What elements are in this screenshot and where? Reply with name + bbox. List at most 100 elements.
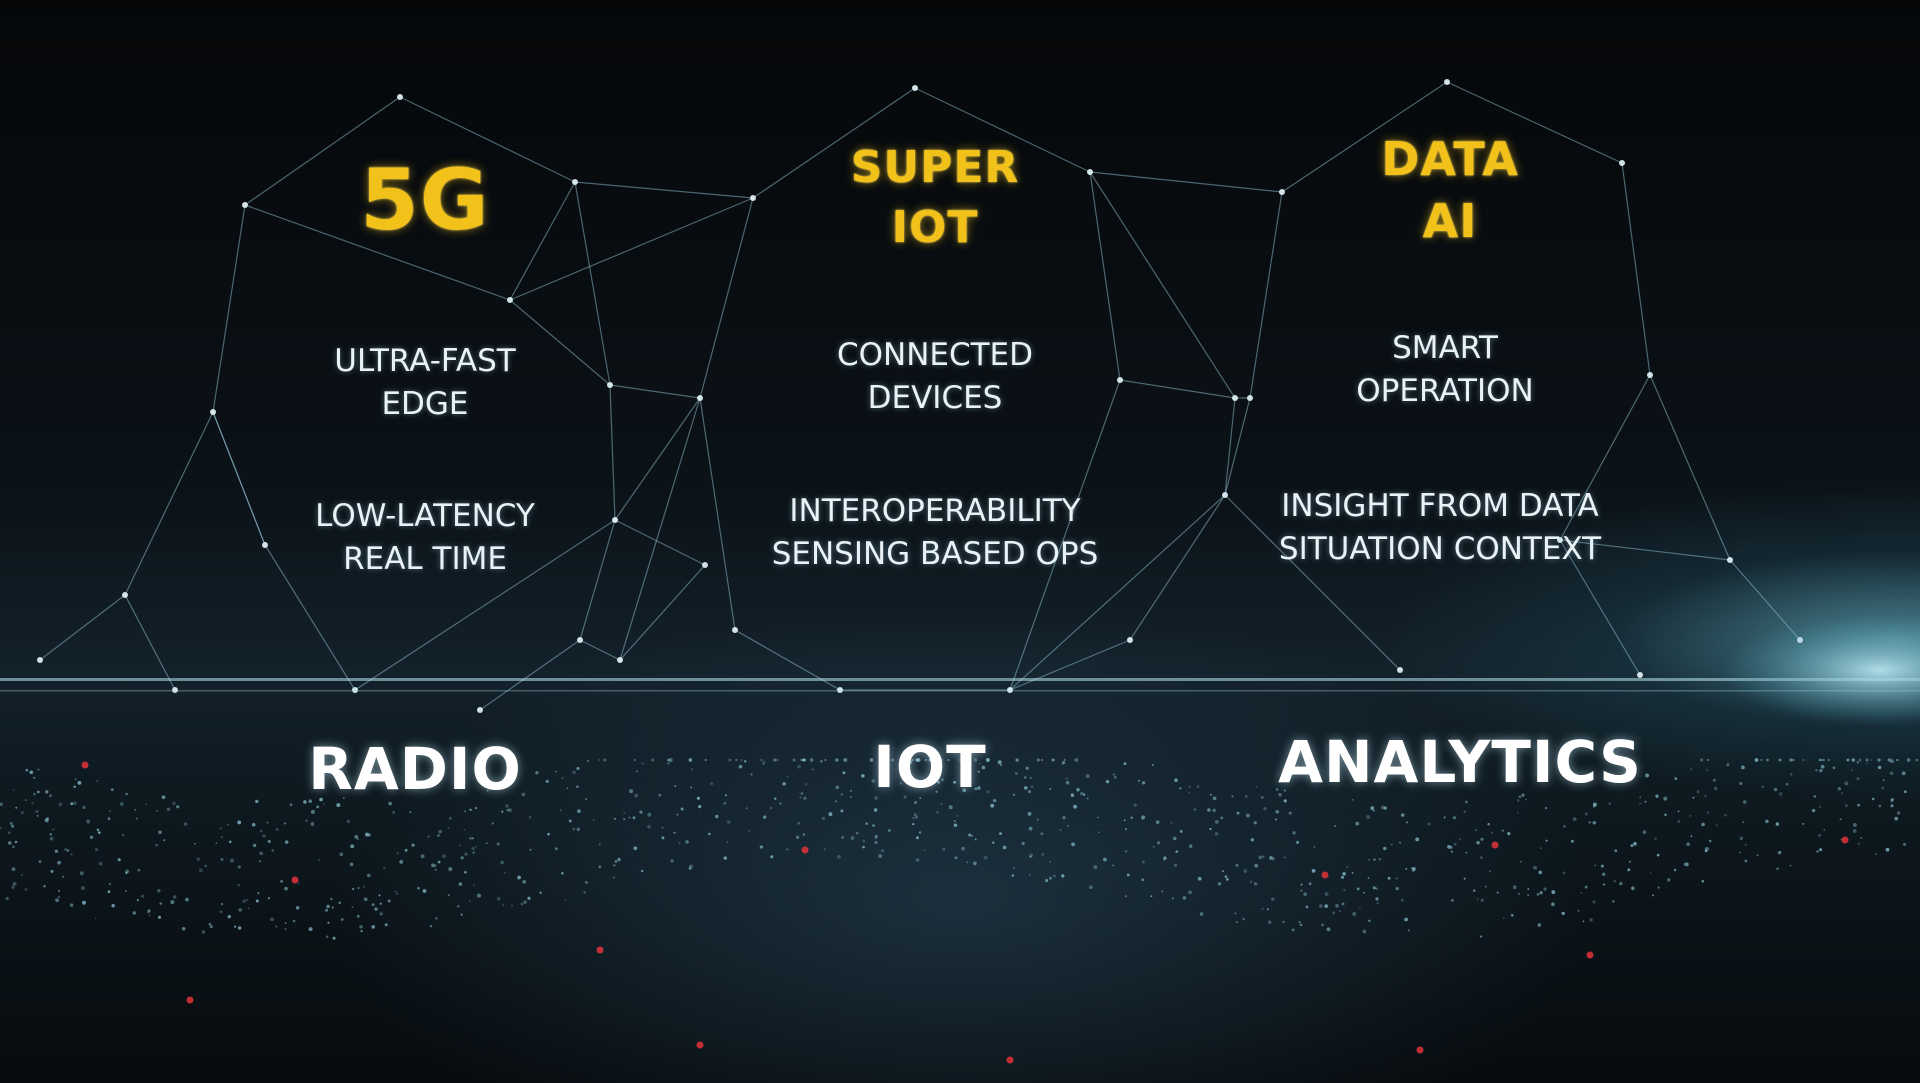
terrain-particle (1373, 858, 1376, 861)
mesh-node (607, 382, 613, 388)
terrain-particle (1082, 793, 1086, 796)
terrain-particle (873, 808, 878, 812)
terrain-particle (1704, 847, 1709, 851)
terrain-particle (1014, 772, 1018, 775)
terrain-particle (1335, 904, 1339, 908)
terrain-particle (522, 880, 526, 884)
terrain-particle (1080, 792, 1084, 796)
terrain-particle (1510, 914, 1514, 917)
terrain-particle (1370, 806, 1375, 811)
terrain-particle (1802, 822, 1805, 825)
terrain-particle (1539, 890, 1543, 895)
terrain-particle (948, 805, 953, 810)
terrain-particle (1846, 758, 1850, 762)
terrain-particle (726, 841, 729, 843)
terrain-particle (1212, 796, 1217, 801)
terrain-particle (1785, 782, 1789, 786)
terrain-particle (1000, 763, 1003, 766)
terrain-particle (1245, 813, 1250, 818)
terrain-particle (1613, 880, 1616, 883)
mesh-line (1649, 374, 1731, 561)
terrain-particle (448, 867, 453, 872)
terrain-particle (1465, 800, 1468, 804)
terrain-particle (776, 758, 779, 762)
mesh-node (37, 657, 43, 663)
terrain-particle (262, 834, 266, 838)
terrain-particle (1105, 779, 1110, 784)
terrain-particle (74, 778, 77, 781)
terrain-particle (1674, 777, 1678, 781)
terrain-particle (1706, 769, 1709, 771)
terrain-particle (738, 764, 743, 769)
terrain-particle (359, 925, 363, 929)
terrain-particle (828, 812, 833, 817)
terrain-particle (1255, 785, 1258, 788)
terrain-particle (1071, 842, 1076, 847)
terrain-particle (422, 889, 427, 893)
terrain-particle (155, 843, 158, 847)
terrain-particle (1724, 813, 1727, 817)
terrain-particle (409, 811, 412, 814)
terrain-particle (122, 834, 125, 837)
terrain-particle (760, 758, 763, 762)
mesh-line (212, 204, 246, 413)
terrain-particle (436, 833, 441, 838)
terrain-particle (887, 758, 890, 762)
terrain-particle (1489, 870, 1492, 873)
terrain-particle (1663, 796, 1668, 801)
terrain-particle (802, 833, 805, 836)
terrain-particle (786, 848, 789, 851)
terrain-particle (962, 759, 964, 761)
terrain-particle (229, 858, 234, 863)
terrain-particle (850, 790, 852, 792)
terrain-particle (1851, 758, 1856, 762)
terrain-particle (1463, 810, 1466, 813)
terrain-particle (779, 802, 782, 805)
terrain-particle (912, 822, 915, 826)
terrain-particle (1029, 776, 1032, 780)
terrain-particle (280, 879, 284, 883)
terrain-particle (1778, 759, 1781, 761)
terrain-particle (1062, 815, 1066, 820)
terrain-particle (871, 779, 876, 783)
terrain-particle (1740, 765, 1745, 770)
terrain-particle (1052, 758, 1055, 762)
terrain-particle (592, 818, 595, 821)
terrain-particle (82, 805, 86, 810)
terrain-particle (1278, 793, 1282, 797)
terrain-particle (1865, 758, 1869, 762)
terrain-particle (1896, 758, 1899, 762)
terrain-particle (283, 822, 287, 825)
terrain-particle (918, 831, 922, 834)
terrain-particle (124, 890, 127, 892)
mesh-node (1727, 557, 1733, 563)
terrain-particle (937, 765, 940, 767)
terrain-particle (919, 797, 922, 800)
terrain-particle (1404, 917, 1408, 922)
terrain-particle (284, 886, 288, 891)
terrain-particle (1049, 787, 1052, 790)
terrain-particle (1209, 827, 1212, 831)
mesh-node (837, 687, 843, 693)
terrain-particle (1137, 779, 1141, 782)
terrain-particle (1592, 821, 1597, 825)
terrain-particle (24, 888, 28, 891)
mesh-nodes (37, 79, 1803, 713)
mesh-line (479, 639, 581, 711)
terrain-particle (379, 902, 382, 905)
mesh-node (172, 687, 178, 693)
mesh-node (242, 202, 248, 208)
terrain-particle (1811, 808, 1816, 813)
terrain-particle (1832, 766, 1836, 770)
terrain-particle (356, 838, 359, 840)
terrain-particle (1619, 881, 1623, 886)
terrain-particle (1024, 776, 1027, 779)
terrain-particle (1359, 906, 1361, 909)
terrain-particle (861, 774, 865, 778)
terrain-particle (1540, 847, 1542, 849)
mesh-node (262, 542, 268, 548)
terrain-particle (468, 836, 472, 840)
terrain-particle (267, 897, 270, 900)
terrain-particle (237, 820, 242, 825)
terrain-particle (840, 809, 844, 813)
